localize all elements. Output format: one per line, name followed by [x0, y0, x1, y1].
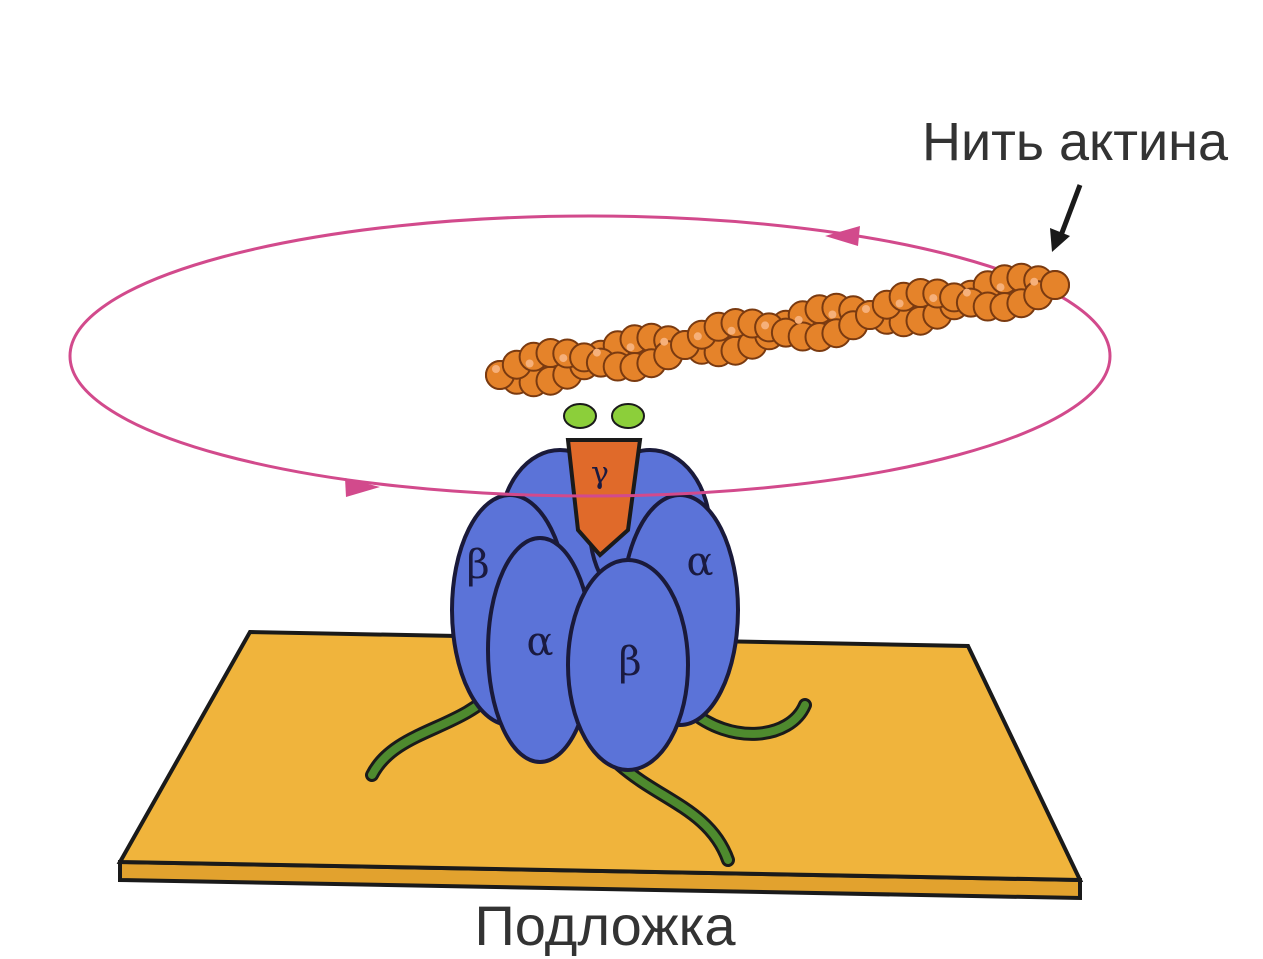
actin-bead-highlight — [1030, 278, 1038, 286]
attachment-beads — [564, 404, 644, 428]
alpha-front-label: α — [526, 619, 553, 665]
actin-bead-highlight — [728, 327, 736, 335]
actin-label: Нить актина — [922, 112, 1229, 172]
actin-bead-highlight — [795, 316, 803, 324]
actin-bead-highlight — [963, 289, 971, 297]
actin-bead-highlight — [694, 332, 702, 340]
arrowhead-top — [825, 226, 860, 246]
actin-bead-highlight — [929, 294, 937, 302]
gamma-label: γ — [591, 456, 609, 491]
actin-pointer-arrow — [1050, 185, 1080, 252]
actin-bead-highlight — [559, 354, 567, 362]
actin-bead-highlight — [492, 365, 500, 373]
actin-bead-highlight — [627, 343, 635, 351]
actin-filament — [486, 264, 1069, 397]
actin-bead-highlight — [761, 321, 769, 329]
actin-bead-highlight — [828, 311, 836, 319]
actin-bead-highlight — [997, 283, 1005, 291]
beta-left-label: β — [466, 542, 489, 588]
actin-bead-highlight — [862, 305, 870, 313]
actin-bead-highlight — [526, 360, 534, 368]
actin-bead-highlight — [593, 349, 601, 357]
actin-bead-highlight — [660, 338, 668, 346]
actin-bead-highlight — [896, 300, 904, 308]
actin-bead — [1041, 271, 1069, 299]
beta-front-label: β — [618, 639, 641, 685]
alpha-right-label: α — [686, 539, 713, 585]
substrate-label: Подложка — [475, 894, 737, 957]
